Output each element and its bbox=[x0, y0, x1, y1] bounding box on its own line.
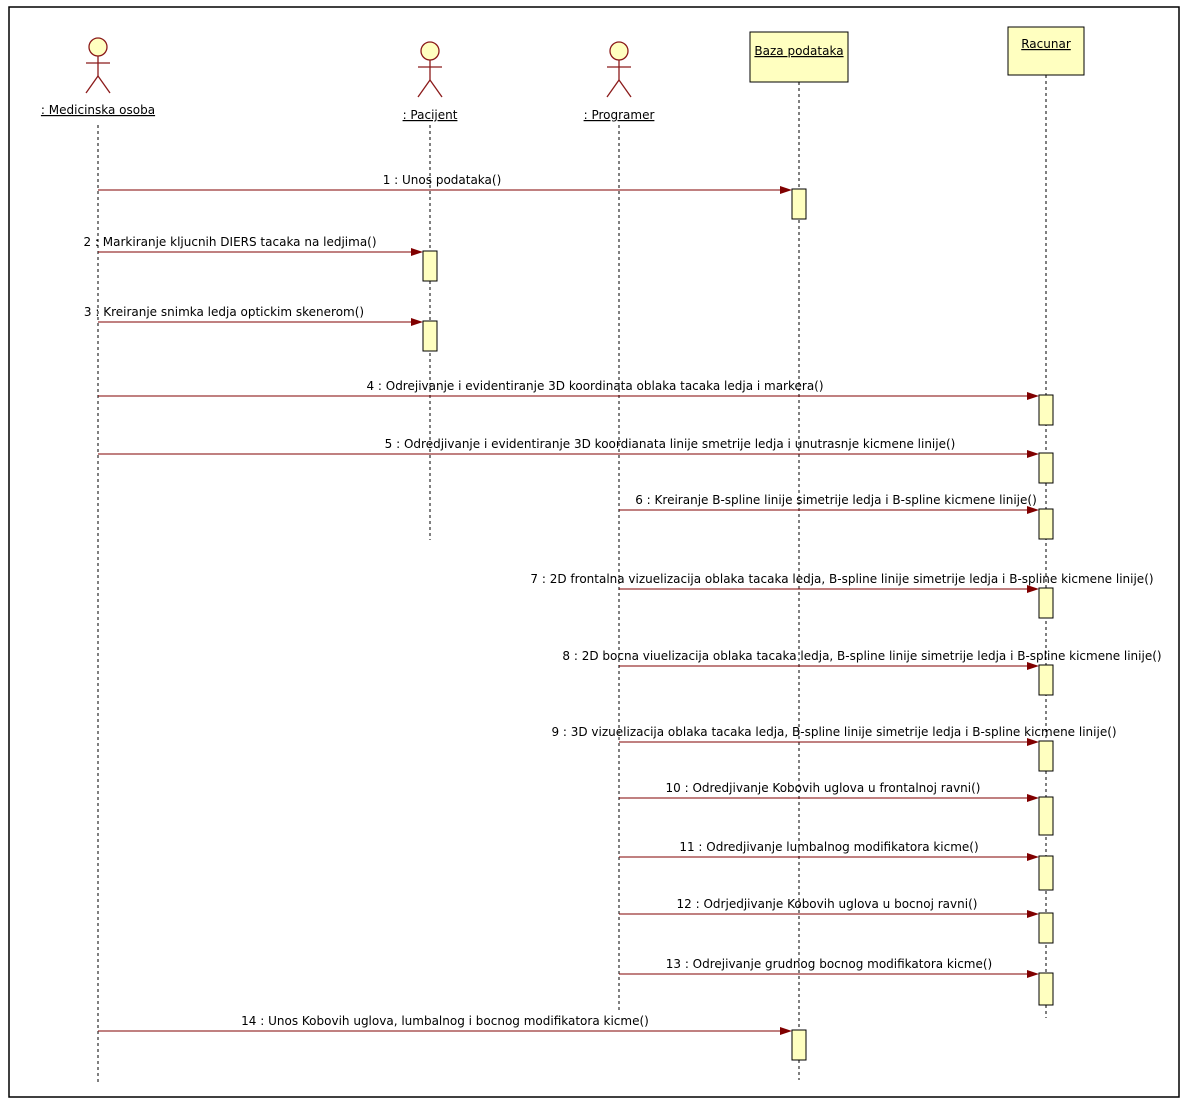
message-label: 2 : Markiranje kljucnih DIERS tacaka na … bbox=[83, 235, 376, 249]
activation-bar bbox=[1038, 912, 1054, 944]
message-label: 14 : Unos Kobovih uglova, lumbalnog i bo… bbox=[241, 1014, 649, 1028]
participant-label-baza-podataka: Baza podataka bbox=[754, 44, 843, 58]
message-label: 13 : Odrejivanje grudnog bocnog modifika… bbox=[666, 957, 993, 971]
message-10: 10 : Odredjivanje Kobovih uglova u front… bbox=[619, 781, 1054, 836]
message-label: 3 : Kreiranje snimka ledja optickim sken… bbox=[84, 305, 364, 319]
message-11: 11 : Odredjivanje lumbalnog modifikatora… bbox=[619, 840, 1054, 891]
participant-label-pacijent: : Pacijent bbox=[403, 108, 458, 122]
message-arrowhead-icon bbox=[411, 248, 423, 256]
message-arrowhead-icon bbox=[1027, 392, 1039, 400]
message-arrowhead-icon bbox=[1027, 450, 1039, 458]
message-2: 2 : Markiranje kljucnih DIERS tacaka na … bbox=[83, 235, 438, 282]
actor-medicinska-osoba-icon bbox=[85, 37, 111, 94]
activation-bar bbox=[1038, 508, 1054, 540]
message-4: 4 : Odrejivanje i evidentiranje 3D koord… bbox=[98, 379, 1054, 426]
object-box-racunar bbox=[1007, 26, 1085, 76]
activation-bar bbox=[1038, 796, 1054, 836]
message-arrowhead-icon bbox=[1027, 738, 1039, 746]
message-arrowhead-icon bbox=[1027, 853, 1039, 861]
message-arrowhead-icon bbox=[1027, 794, 1039, 802]
message-label: 1 : Unos podataka() bbox=[383, 173, 502, 187]
object-box-baza-podataka bbox=[749, 31, 849, 83]
message-14: 14 : Unos Kobovih uglova, lumbalnog i bo… bbox=[98, 1014, 807, 1061]
message-label: 11 : Odredjivanje lumbalnog modifikatora… bbox=[679, 840, 978, 854]
participant-label-programer: : Programer bbox=[584, 108, 655, 122]
activation-bar bbox=[791, 1029, 807, 1061]
activation-bar bbox=[1038, 452, 1054, 484]
message-6: 6 : Kreiranje B-spline linije simetrije … bbox=[619, 493, 1054, 540]
message-arrowhead-icon bbox=[780, 186, 792, 194]
message-1: 1 : Unos podataka() bbox=[98, 173, 807, 220]
participant-label-medicinska-osoba: : Medicinska osoba bbox=[41, 103, 155, 117]
activation-bar bbox=[1038, 740, 1054, 772]
message-12: 12 : Odrjedjivanje Kobovih uglova u bocn… bbox=[619, 897, 1054, 944]
message-arrowhead-icon bbox=[1027, 585, 1039, 593]
message-3: 3 : Kreiranje snimka ledja optickim sken… bbox=[84, 305, 438, 352]
activation-bar bbox=[422, 320, 438, 352]
activation-bar bbox=[1038, 972, 1054, 1006]
message-label: 12 : Odrjedjivanje Kobovih uglova u bocn… bbox=[677, 897, 978, 911]
activation-bar bbox=[1038, 664, 1054, 696]
message-label: 8 : 2D bocna viuelizacija oblaka tacaka … bbox=[562, 649, 1161, 663]
message-label: 10 : Odredjivanje Kobovih uglova u front… bbox=[666, 781, 981, 795]
message-label: 4 : Odrejivanje i evidentiranje 3D koord… bbox=[366, 379, 823, 393]
message-arrowhead-icon bbox=[1027, 910, 1039, 918]
message-label: 5 : Odredjivanje i evidentiranje 3D koor… bbox=[385, 437, 956, 451]
message-8: 8 : 2D bocna viuelizacija oblaka tacaka … bbox=[562, 649, 1162, 696]
message-label: 6 : Kreiranje B-spline linije simetrije … bbox=[635, 493, 1037, 507]
activation-bar bbox=[1038, 855, 1054, 891]
message-7: 7 : 2D frontalna vizuelizacija oblaka ta… bbox=[530, 572, 1154, 619]
message-9: 9 : 3D vizuelizacija oblaka tacaka ledja… bbox=[551, 725, 1117, 772]
message-arrowhead-icon bbox=[1027, 506, 1039, 514]
message-5: 5 : Odredjivanje i evidentiranje 3D koor… bbox=[98, 437, 1054, 484]
activation-bar bbox=[422, 250, 438, 282]
activation-bar bbox=[1038, 587, 1054, 619]
message-arrowhead-icon bbox=[411, 318, 423, 326]
message-arrowhead-icon bbox=[1027, 970, 1039, 978]
activation-bar bbox=[791, 188, 807, 220]
participant-label-racunar: Racunar bbox=[1021, 37, 1071, 51]
actor-programer-icon bbox=[606, 41, 632, 98]
message-arrowhead-icon bbox=[780, 1027, 792, 1035]
diagram-frame bbox=[8, 6, 1180, 1098]
message-label: 7 : 2D frontalna vizuelizacija oblaka ta… bbox=[530, 572, 1153, 586]
message-arrowhead-icon bbox=[1027, 662, 1039, 670]
message-13: 13 : Odrejivanje grudnog bocnog modifika… bbox=[619, 957, 1054, 1006]
message-label: 9 : 3D vizuelizacija oblaka tacaka ledja… bbox=[551, 725, 1116, 739]
actor-pacijent-icon bbox=[417, 41, 443, 98]
activation-bar bbox=[1038, 394, 1054, 426]
